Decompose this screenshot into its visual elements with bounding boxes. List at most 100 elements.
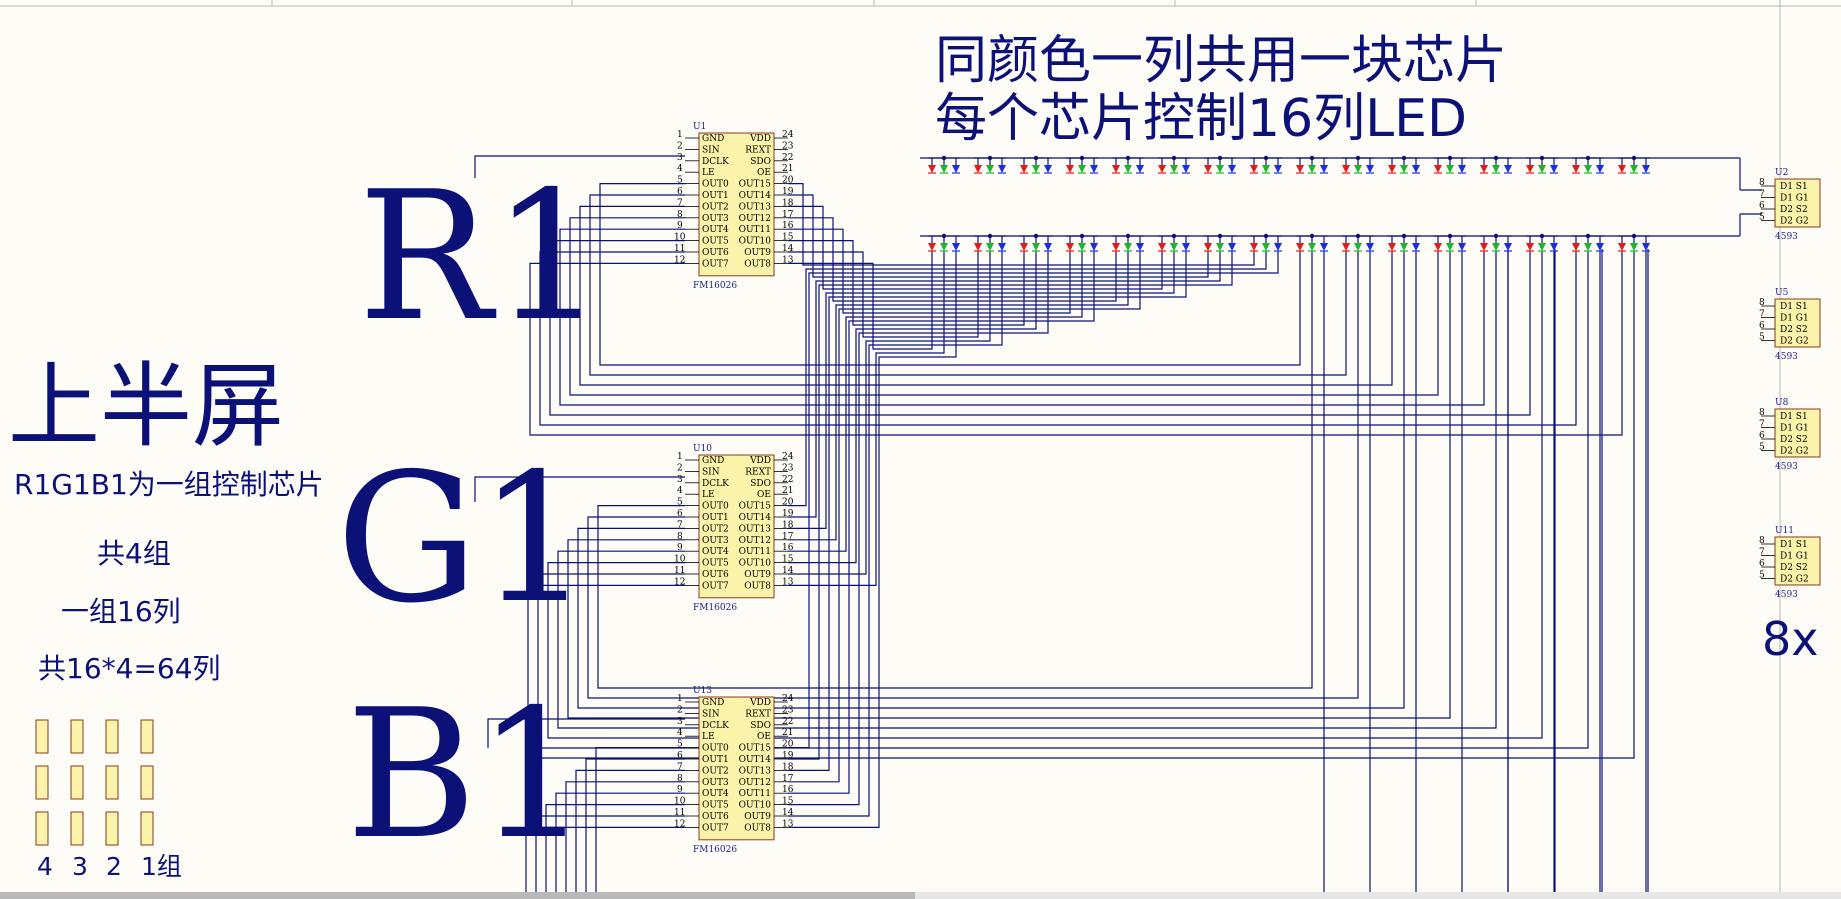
- pin-name: OUT7: [702, 823, 729, 833]
- pin-name: OUT9: [744, 812, 771, 822]
- pin-name: OUT8: [744, 823, 771, 833]
- pin-name: LE: [702, 168, 715, 178]
- pin-name: OUT3: [702, 214, 729, 224]
- chip-ref: U10: [693, 444, 712, 454]
- pin-number: 20: [782, 176, 794, 186]
- pin-number: 1: [677, 130, 683, 140]
- chip-part: 4593: [1775, 462, 1798, 472]
- led-rgb: [1020, 233, 1052, 252]
- pin-number: 13: [782, 255, 794, 265]
- led-rgb: [1526, 155, 1558, 174]
- pin-number: 8: [1759, 536, 1765, 546]
- pin-name: OUT6: [702, 248, 729, 258]
- connector-pin: [35, 719, 49, 754]
- pin-name: D2 S2: [1780, 435, 1808, 445]
- pin-name: VDD: [749, 698, 771, 708]
- pin-number: 24: [782, 452, 794, 462]
- connector-pin: [70, 765, 84, 800]
- pin-name: OUT14: [739, 513, 772, 523]
- pin-name: OUT5: [702, 559, 729, 569]
- pin-name: OUT2: [702, 766, 729, 776]
- led-rgb: [1572, 233, 1604, 252]
- pin-name: OUT8: [744, 259, 771, 269]
- led-rgb: [1112, 155, 1144, 174]
- pin-number: 21: [782, 164, 793, 174]
- pin-name: OUT6: [702, 570, 729, 580]
- pin-number: 17: [782, 774, 794, 784]
- led-rgb: [1526, 233, 1558, 252]
- led-rgb: [1480, 233, 1512, 252]
- pin-name: D2 G2: [1780, 447, 1809, 457]
- pin-name: VDD: [749, 456, 771, 466]
- pin-name: D2 S2: [1780, 563, 1808, 573]
- wire-layer: [474, 155, 1762, 899]
- chip-ref: U2: [1775, 168, 1788, 178]
- led-rgb: [1618, 155, 1650, 174]
- pin-name: OUT4: [702, 547, 729, 557]
- pin-number: 3: [677, 153, 683, 163]
- pin-number: 17: [782, 210, 794, 220]
- chip-body: [698, 454, 775, 599]
- pin-number: 7: [1759, 548, 1765, 558]
- pin-number: 19: [782, 187, 794, 197]
- pin-name: SIN: [702, 467, 720, 477]
- label-b1: B1: [346, 671, 590, 878]
- connector-pin: [105, 811, 119, 846]
- group-numbers: 4 3 2 1组: [37, 852, 182, 881]
- pin-name: GND: [702, 698, 724, 708]
- pin-name: DCLK: [702, 157, 729, 167]
- led-rgb: [1342, 233, 1374, 252]
- pin-name: OE: [757, 168, 771, 178]
- pin-number: 10: [674, 233, 686, 243]
- scrollbar-track[interactable]: [0, 892, 1841, 899]
- connector-pin: [70, 811, 84, 846]
- chip-ref: U8: [1775, 398, 1789, 408]
- pin-number: 11: [674, 808, 685, 818]
- pin-number: 24: [782, 694, 794, 704]
- pin-name: D1 S1: [1780, 412, 1808, 422]
- pin-number: 22: [782, 475, 793, 485]
- led-rgb: [1296, 233, 1328, 252]
- label-multiplier: 8x: [1762, 612, 1819, 666]
- pin-name: OE: [757, 490, 771, 500]
- pin-number: 15: [782, 555, 794, 565]
- pin-number: 19: [782, 751, 794, 761]
- pin-number: 5: [1759, 213, 1765, 223]
- pin-name: OUT13: [739, 766, 772, 776]
- pin-name: OUT10: [739, 559, 772, 569]
- pin-name: OUT13: [739, 202, 772, 212]
- pin-number: 15: [782, 233, 794, 243]
- pin-name: DCLK: [702, 479, 729, 489]
- pin-name: REXT: [745, 145, 771, 155]
- pin-number: 16: [782, 221, 794, 231]
- pin-number: 3: [677, 475, 683, 485]
- pin-number: 7: [677, 762, 683, 772]
- pin-number: 8: [1759, 298, 1765, 308]
- connector-pin: [70, 719, 84, 754]
- led-rgb: [928, 155, 960, 174]
- label-groups-total: 共4组: [97, 537, 171, 570]
- connector-pin: [140, 719, 154, 754]
- led-rgb: [1342, 155, 1374, 174]
- pin-name: D2 G2: [1780, 337, 1809, 347]
- scrollbar-thumb[interactable]: [0, 892, 915, 899]
- chip-ref: U13: [693, 686, 712, 696]
- pin-name: OUT10: [739, 801, 772, 811]
- led-rgb: [1434, 233, 1466, 252]
- pin-number: 8: [1759, 178, 1765, 188]
- pin-name: DCLK: [702, 721, 729, 731]
- chip-ref: U11: [1775, 526, 1794, 536]
- pin-number: 11: [674, 566, 685, 576]
- pin-name: OUT12: [739, 778, 771, 788]
- pin-number: 18: [782, 520, 794, 530]
- label-cols-per-group: 一组16列: [61, 595, 181, 628]
- pin-number: 9: [677, 785, 683, 795]
- pin-name: LE: [702, 732, 715, 742]
- pin-number: 7: [677, 198, 683, 208]
- pin-name: OUT12: [739, 536, 771, 546]
- pin-name: D2 G2: [1780, 217, 1809, 227]
- horizontal-scrollbar[interactable]: [0, 892, 1841, 899]
